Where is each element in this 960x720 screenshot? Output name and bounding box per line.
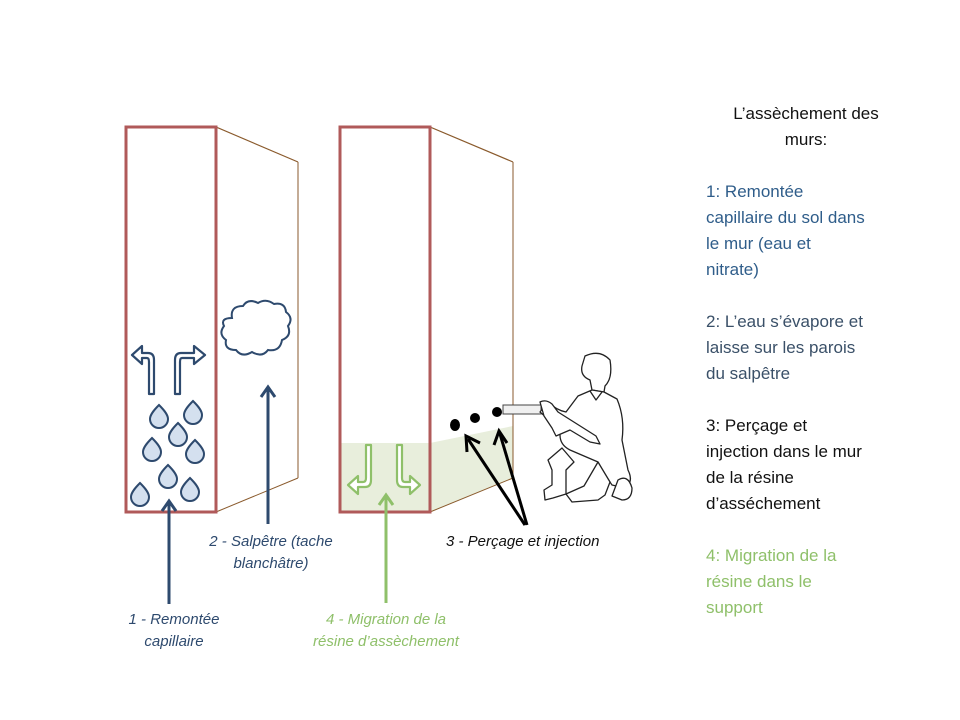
water-drop [141, 436, 163, 462]
legend-text: de la résine [706, 468, 794, 487]
water-drops-icon [129, 399, 206, 507]
legend-text: nitrate) [706, 260, 759, 279]
legend-number: 1: [706, 182, 721, 201]
legend-title-line: L’assèchement des [733, 104, 879, 123]
injector-nozzle [502, 404, 542, 415]
legend-text: Migration de la [724, 546, 837, 565]
legend-line: 2: L’eau s’évapore et [706, 309, 906, 335]
label-line: blanchâtre) [233, 555, 309, 572]
resin-zone-side [430, 426, 513, 512]
water-drop [157, 463, 179, 489]
legend-text: d’asséchement [706, 494, 821, 513]
drill-hole [470, 413, 480, 423]
left-wall [124, 125, 299, 604]
right-wall-side-face [430, 127, 513, 512]
right-wall [338, 125, 542, 603]
water-drop [184, 438, 206, 464]
legend-text: capillaire du sol dans [706, 208, 865, 227]
label-line: 2 - Salpêtre (tache [209, 533, 333, 550]
capillary-pointer-arrow [160, 498, 178, 604]
water-drop [129, 481, 151, 507]
legend-text: Remontée [724, 182, 804, 201]
label-line: 3 - Perçage et injection [446, 533, 600, 550]
drill-hole [450, 419, 460, 431]
right-wall-top-edge [429, 126, 514, 163]
resin-migration-arrows-icon [346, 443, 422, 496]
water-drop [148, 403, 170, 429]
left-wall-top-edge [215, 126, 299, 163]
legend-number: 4: [706, 546, 721, 565]
label-salpetre: 2 - Salpêtre (tache blanchâtre) [196, 531, 346, 575]
legend-text: le mur (eau et [706, 234, 811, 253]
legend-number: 3: [706, 416, 721, 435]
kneeling-worker-icon [539, 352, 633, 503]
label-resin-migration: 4 - Migration de la résine d’assèchement [296, 609, 476, 653]
left-wall-bottom-edge [215, 477, 299, 513]
water-drop [179, 476, 201, 502]
salpetre-cloud-icon [220, 299, 292, 356]
legend-line: 1: Remontée [706, 179, 906, 205]
legend-item-2: 2: L’eau s’évapore et laisse sur les par… [706, 309, 906, 387]
legend-text: support [706, 598, 763, 617]
legend-line: 3: Perçage et [706, 413, 906, 439]
label-line: 4 - Migration de la [325, 611, 447, 628]
legend-text: Perçage et [724, 416, 808, 435]
salpetre-pointer-arrow [259, 384, 277, 524]
label-line: capillaire [144, 633, 204, 650]
legend-text: injection dans le mur [706, 442, 862, 461]
legend-line: 4: Migration de la [706, 543, 906, 569]
water-drop [167, 421, 189, 447]
evaporation-arrows-icon [130, 344, 207, 396]
legend-text: L’eau s’évapore et [724, 312, 863, 331]
label-capillary-rise: 1 - Remontée capillaire [100, 609, 248, 653]
legend-number: 2: [706, 312, 721, 331]
legend-title-line: murs: [784, 130, 828, 149]
legend-text: du salpêtre [706, 364, 791, 383]
legend-panel: L’assèchement des murs: 1: Remontée capi… [706, 101, 906, 647]
water-drop [182, 399, 204, 425]
label-line: 1 - Remontée [128, 611, 220, 628]
legend-title: L’assèchement des murs: [706, 101, 906, 153]
drill-hole [492, 407, 502, 417]
drill-holes-icon [450, 407, 502, 431]
legend-text: laisse sur les parois [706, 338, 856, 357]
migration-pointer-arrow [377, 492, 395, 603]
label-drilling-injection: 3 - Perçage et injection [446, 531, 646, 553]
legend-item-4: 4: Migration de la résine dans le suppor… [706, 543, 906, 621]
legend-item-1: 1: Remontée capillaire du sol dans le mu… [706, 179, 906, 283]
label-line: résine d’assèchement [313, 633, 459, 650]
legend-text: résine dans le [706, 572, 812, 591]
drilling-pointer-arrows [464, 427, 529, 526]
legend-item-3: 3: Perçage et injection dans le mur de l… [706, 413, 906, 517]
